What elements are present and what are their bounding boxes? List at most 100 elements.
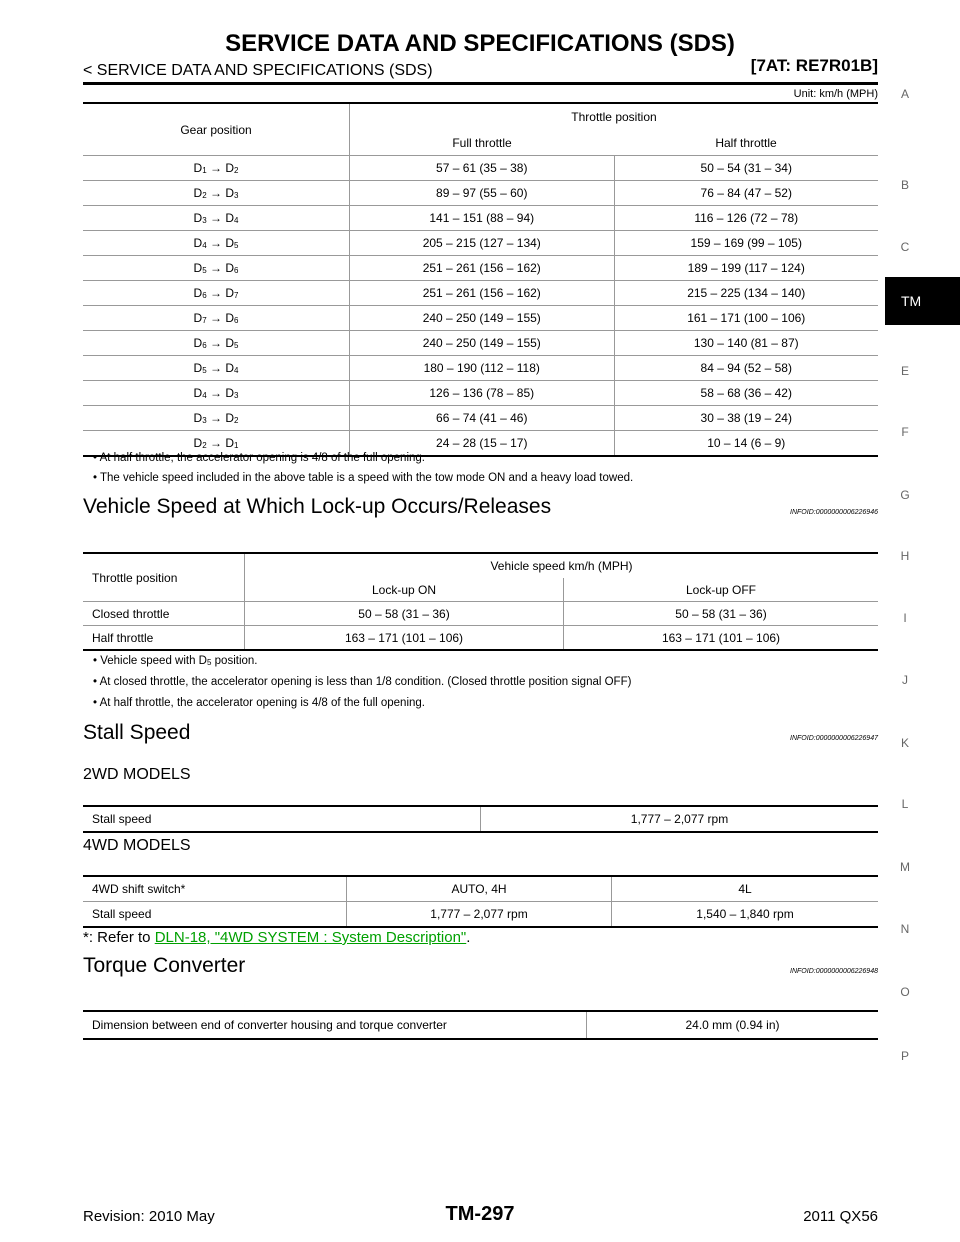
stall-4wd-col-4l: 4L xyxy=(611,875,878,902)
shift-half-throttle: 50 – 54 (31 – 34) xyxy=(614,155,878,181)
lockup-row-off: 163 – 171 (101 – 106) xyxy=(563,625,878,651)
footer-revision: Revision: 2010 May xyxy=(83,1208,215,1225)
side-index-a[interactable]: A xyxy=(900,87,909,101)
shift-half-throttle: 58 – 68 (36 – 42) xyxy=(614,380,878,406)
shift-full-throttle: 57 – 61 (35 – 38) xyxy=(349,155,615,181)
lockup-note-3: • At half throttle, the accelerator open… xyxy=(93,697,425,709)
lockup-row-label: Closed throttle xyxy=(83,601,245,626)
lockup-col-throttle: Throttle position xyxy=(83,552,245,602)
shift-gear: D2 → D3 xyxy=(83,180,350,206)
side-index-n[interactable]: N xyxy=(900,922,910,936)
shift-full-throttle: 126 – 136 (78 – 85) xyxy=(349,380,615,406)
lockup-note-1: • Vehicle speed with D5 position. xyxy=(93,655,258,667)
side-index-l[interactable]: L xyxy=(901,797,909,811)
shift-gear: D5 → D6 xyxy=(83,255,350,281)
unit-note: Unit: km/h (MPH) xyxy=(793,88,878,100)
stall-4wd-col-auto: AUTO, 4H xyxy=(346,875,612,902)
lockup-row-off: 50 – 58 (31 – 36) xyxy=(563,601,878,626)
shift-gear: D3 → D4 xyxy=(83,205,350,231)
torque-table: Dimension between end of converter housi… xyxy=(83,1010,878,1040)
stall-4wd-label: Stall speed xyxy=(83,901,347,928)
shift-full-throttle: 240 – 250 (149 – 155) xyxy=(349,305,615,331)
model-code: [7AT: RE7R01B] xyxy=(750,56,878,75)
col-full-throttle: Full throttle xyxy=(349,130,614,156)
stall-4wd-4l-value: 1,540 – 1,840 rpm xyxy=(611,901,878,928)
shift-full-throttle: 240 – 250 (149 – 155) xyxy=(349,330,615,356)
shift-full-throttle: 205 – 215 (127 – 134) xyxy=(349,230,615,256)
side-index-p[interactable]: P xyxy=(900,1049,909,1063)
torque-value: 24.0 mm (0.94 in) xyxy=(586,1010,878,1040)
lockup-infoid: INFOID:0000000006226946 xyxy=(790,509,878,516)
page-title: SERVICE DATA AND SPECIFICATIONS (SDS) xyxy=(225,30,735,57)
shift-full-throttle: 89 – 97 (55 – 60) xyxy=(349,180,615,206)
side-index-i[interactable]: I xyxy=(903,611,907,625)
lockup-table: Throttle position Vehicle speed km/h (MP… xyxy=(83,552,878,651)
shift-gear: D6 → D5 xyxy=(83,330,350,356)
shift-gear: D4 → D5 xyxy=(83,230,350,256)
shift-half-throttle: 189 – 199 (117 – 124) xyxy=(614,255,878,281)
shift-gear: D6 → D7 xyxy=(83,280,350,306)
side-index-active-tm[interactable]: TM xyxy=(885,277,960,325)
shift-half-throttle: 10 – 14 (6 – 9) xyxy=(614,430,878,457)
shift-note-2: • The vehicle speed included in the abov… xyxy=(93,472,634,484)
col-half-throttle: Half throttle xyxy=(614,130,878,156)
lockup-row-label: Half throttle xyxy=(83,625,245,651)
shift-speed-table: Gear position Throttle position Full thr… xyxy=(83,102,878,457)
footer-model: 2011 QX56 xyxy=(803,1208,878,1225)
stall-2wd-value: 1,777 – 2,077 rpm xyxy=(480,805,878,833)
footer-page-number: TM-297 xyxy=(445,1203,515,1225)
shift-gear: D5 → D4 xyxy=(83,355,350,381)
shift-full-throttle: 66 – 74 (41 – 46) xyxy=(349,405,615,431)
side-index-m[interactable]: M xyxy=(900,860,910,874)
stall-2wd-label: Stall speed xyxy=(83,805,481,833)
shift-half-throttle: 159 – 169 (99 – 105) xyxy=(614,230,878,256)
shift-gear: D4 → D3 xyxy=(83,380,350,406)
side-index-k[interactable]: K xyxy=(900,736,909,750)
col-gear-position: Gear position xyxy=(83,102,350,156)
torque-infoid: INFOID:0000000006226948 xyxy=(790,968,878,975)
section-breadcrumb: < SERVICE DATA AND SPECIFICATIONS (SDS) xyxy=(83,62,433,79)
dln-18-link[interactable]: DLN-18, "4WD SYSTEM : System Description… xyxy=(154,929,467,946)
shift-full-throttle: 141 – 151 (88 – 94) xyxy=(349,205,615,231)
torque-label: Dimension between end of converter housi… xyxy=(83,1010,587,1040)
footnote-reference: *: Refer to DLN-18, "4WD SYSTEM : System… xyxy=(83,929,471,946)
shift-gear: D2 → D1 xyxy=(83,430,350,457)
side-index-e[interactable]: E xyxy=(900,364,909,378)
shift-half-throttle: 161 – 171 (100 – 106) xyxy=(614,305,878,331)
side-index-h[interactable]: H xyxy=(900,549,910,563)
lockup-col-speed: Vehicle speed km/h (MPH) xyxy=(244,552,878,578)
stall-4wd-switch-label: 4WD shift switch* xyxy=(83,875,347,902)
header-divider xyxy=(83,82,878,85)
lockup-row-on: 50 – 58 (31 – 36) xyxy=(244,601,564,626)
stall-2wd-table: Stall speed 1,777 – 2,077 rpm xyxy=(83,805,878,833)
stall-4wd-auto-value: 1,777 – 2,077 rpm xyxy=(346,901,612,928)
shift-half-throttle: 116 – 126 (72 – 78) xyxy=(614,205,878,231)
shift-note-1: • At half throttle, the accelerator open… xyxy=(93,452,425,464)
shift-full-throttle: 24 – 28 (15 – 17) xyxy=(349,430,615,457)
side-index-c[interactable]: C xyxy=(900,240,910,254)
lockup-col-off: Lock-up OFF xyxy=(563,577,878,602)
shift-gear: D7 → D6 xyxy=(83,305,350,331)
side-index-j[interactable]: J xyxy=(902,673,908,687)
stall-4wd-heading: 4WD MODELS xyxy=(83,837,191,854)
stall-heading: Stall Speed xyxy=(83,721,191,744)
torque-heading: Torque Converter xyxy=(83,954,246,977)
shift-half-throttle: 30 – 38 (19 – 24) xyxy=(614,405,878,431)
shift-half-throttle: 84 – 94 (52 – 58) xyxy=(614,355,878,381)
lockup-row-on: 163 – 171 (101 – 106) xyxy=(244,625,564,651)
side-index-g[interactable]: G xyxy=(900,488,910,502)
shift-full-throttle: 251 – 261 (156 – 162) xyxy=(349,255,615,281)
shift-half-throttle: 76 – 84 (47 – 52) xyxy=(614,180,878,206)
side-index-f[interactable]: F xyxy=(901,425,909,439)
side-index-b[interactable]: B xyxy=(900,178,909,192)
side-index-o[interactable]: O xyxy=(900,985,910,999)
